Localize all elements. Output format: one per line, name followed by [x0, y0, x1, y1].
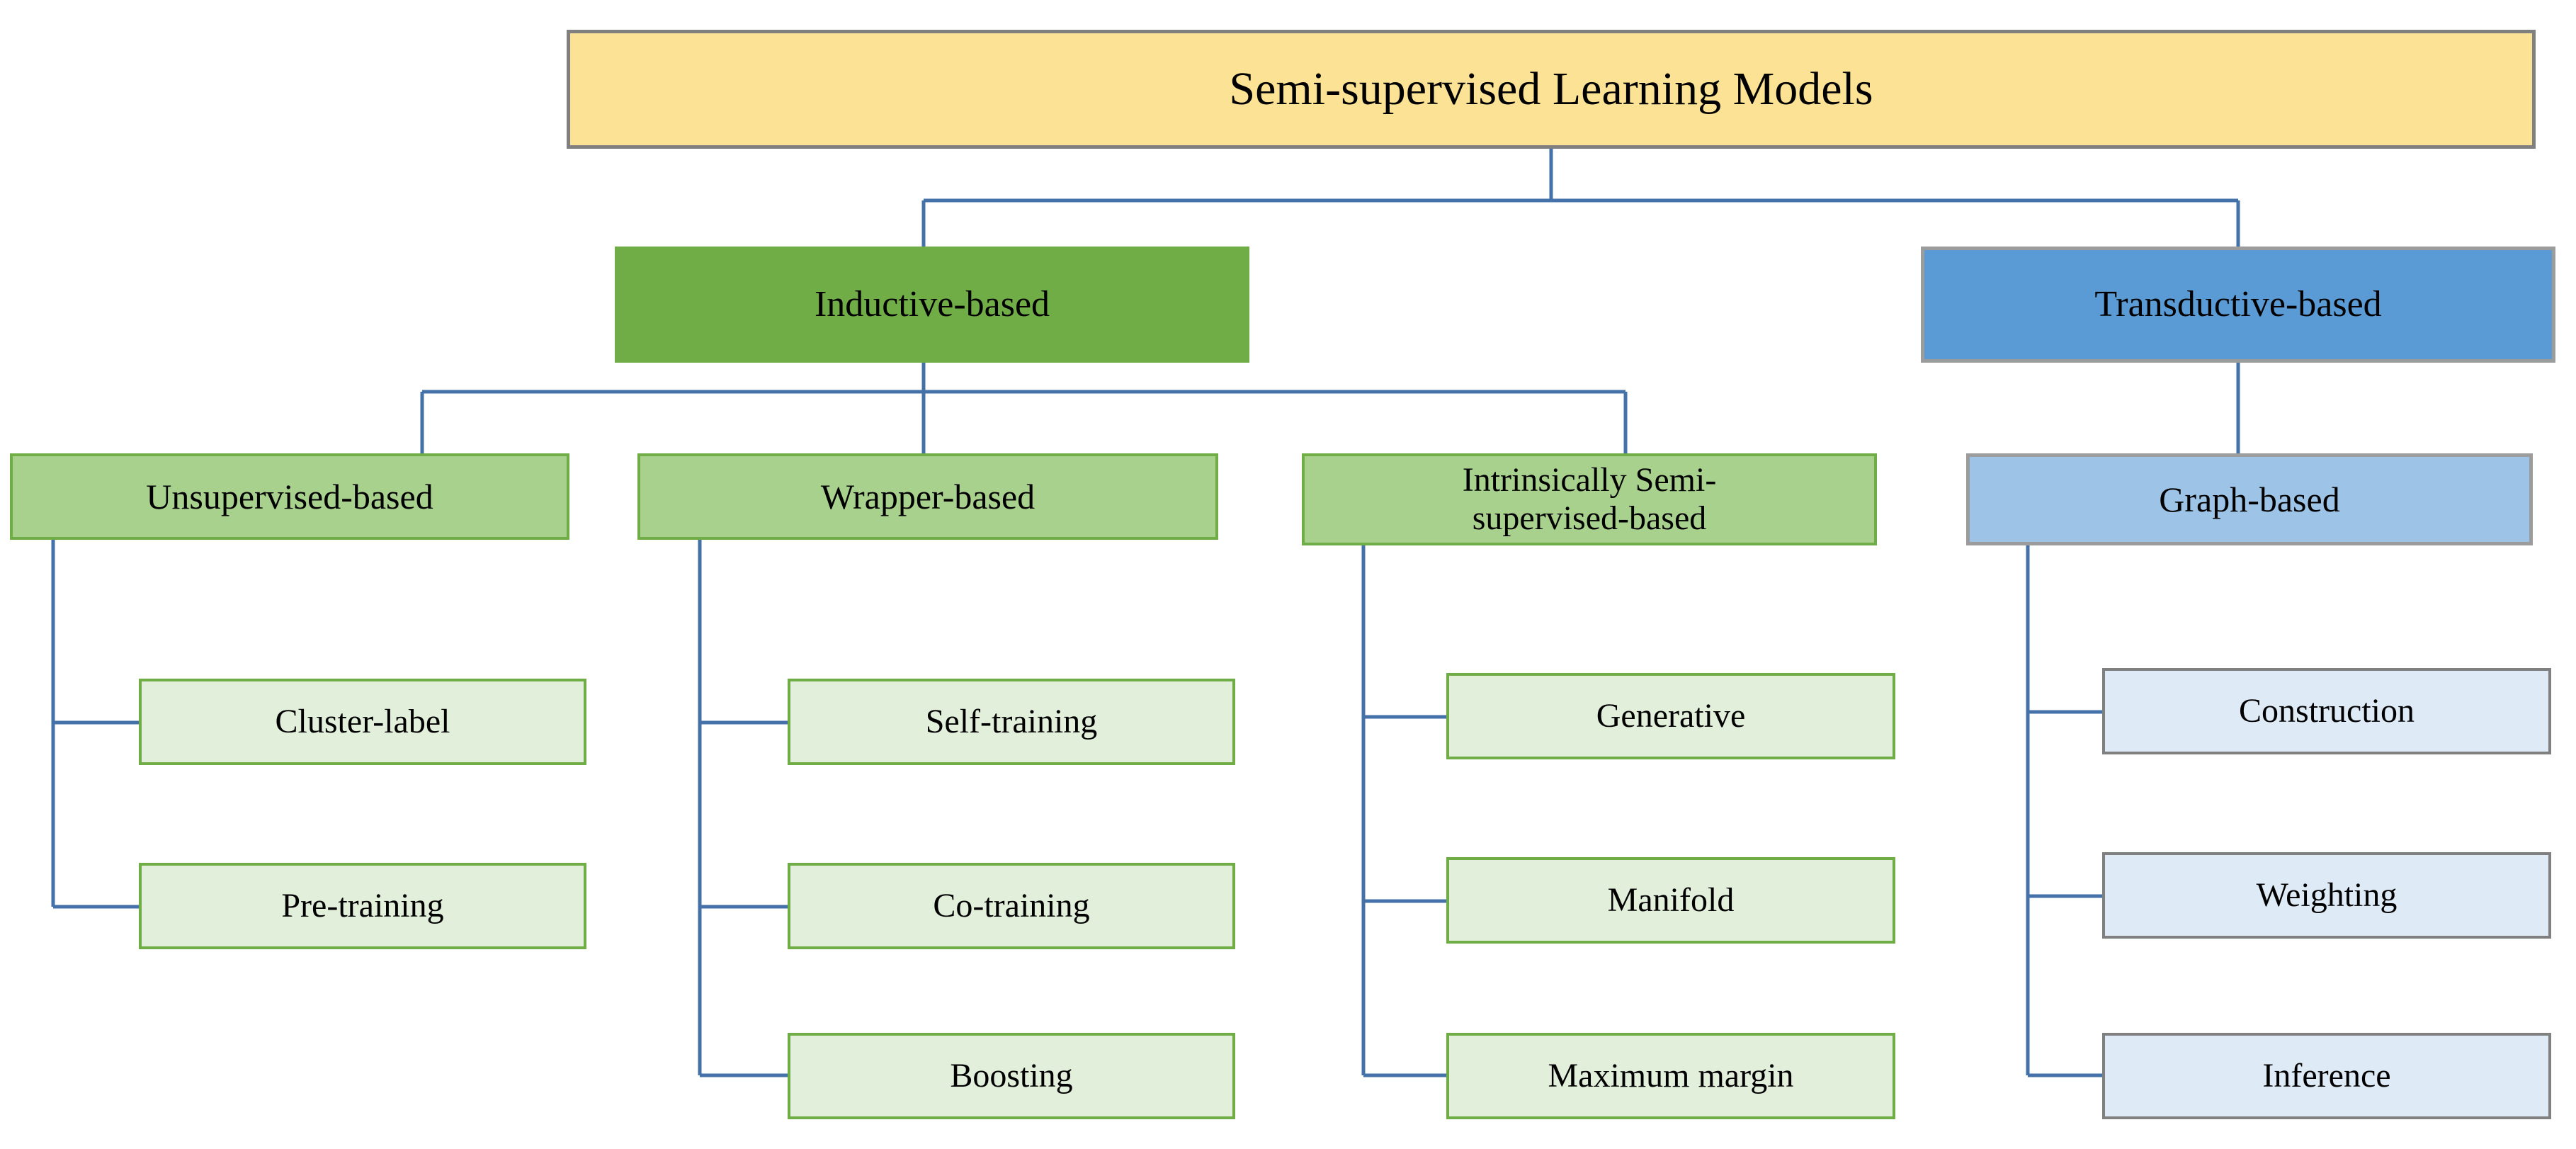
leaf-boosting-text: Boosting — [950, 1057, 1073, 1095]
node-root-semi-supervised-learning-models[interactable]: Semi-supervised Learning Models — [567, 30, 2536, 149]
node-wrapper-based[interactable]: Wrapper-based — [637, 453, 1218, 540]
leaf-boosting[interactable]: Boosting — [788, 1033, 1235, 1119]
node-intrinsically-semi-supervised-based-label: Intrinsically Semi- supervised-based — [1305, 461, 1874, 538]
node-transductive-based-label: Transductive-based — [2094, 283, 2382, 324]
node-intrinsic-label-line1: Intrinsically Semi- — [1462, 461, 1717, 499]
leaf-inference-text: Inference — [2262, 1057, 2391, 1095]
leaf-manifold-text: Manifold — [1607, 881, 1735, 919]
node-unsupervised-based-label: Unsupervised-based — [146, 477, 433, 516]
node-wrapper-based-label: Wrapper-based — [820, 477, 1035, 516]
node-root-label: Semi-supervised Learning Models — [1229, 63, 1873, 115]
node-inductive-based[interactable]: Inductive-based — [615, 247, 1249, 363]
leaf-inference[interactable]: Inference — [2102, 1033, 2551, 1119]
node-intrinsically-semi-supervised-based[interactable]: Intrinsically Semi- supervised-based — [1302, 453, 1877, 545]
node-intrinsic-label-line2: supervised-based — [1472, 499, 1707, 537]
leaf-pre-training[interactable]: Pre-training — [139, 863, 586, 949]
leaf-weighting-text: Weighting — [2256, 876, 2398, 915]
leaf-weighting[interactable]: Weighting — [2102, 852, 2551, 939]
leaf-self-training-text: Self-training — [925, 703, 1098, 741]
leaf-co-training[interactable]: Co-training — [788, 863, 1235, 949]
leaf-pre-training-text: Pre-training — [281, 887, 444, 925]
leaf-generative[interactable]: Generative — [1446, 673, 1895, 759]
leaf-construction-text: Construction — [2239, 692, 2415, 730]
node-inductive-based-label: Inductive-based — [814, 283, 1050, 324]
leaf-co-training-text: Co-training — [933, 887, 1090, 925]
node-graph-based[interactable]: Graph-based — [1966, 453, 2533, 545]
node-graph-based-label: Graph-based — [2159, 480, 2340, 519]
leaf-generative-text: Generative — [1596, 697, 1746, 735]
leaf-cluster-label[interactable]: Cluster-label — [139, 679, 586, 765]
leaf-maximum-margin[interactable]: Maximum margin — [1446, 1033, 1895, 1119]
leaf-construction[interactable]: Construction — [2102, 668, 2551, 754]
leaf-maximum-margin-text: Maximum margin — [1548, 1057, 1794, 1095]
node-transductive-based[interactable]: Transductive-based — [1921, 247, 2555, 363]
node-unsupervised-based[interactable]: Unsupervised-based — [10, 453, 569, 540]
leaf-cluster-label-text: Cluster-label — [275, 703, 450, 741]
leaf-self-training[interactable]: Self-training — [788, 679, 1235, 765]
leaf-manifold[interactable]: Manifold — [1446, 857, 1895, 944]
